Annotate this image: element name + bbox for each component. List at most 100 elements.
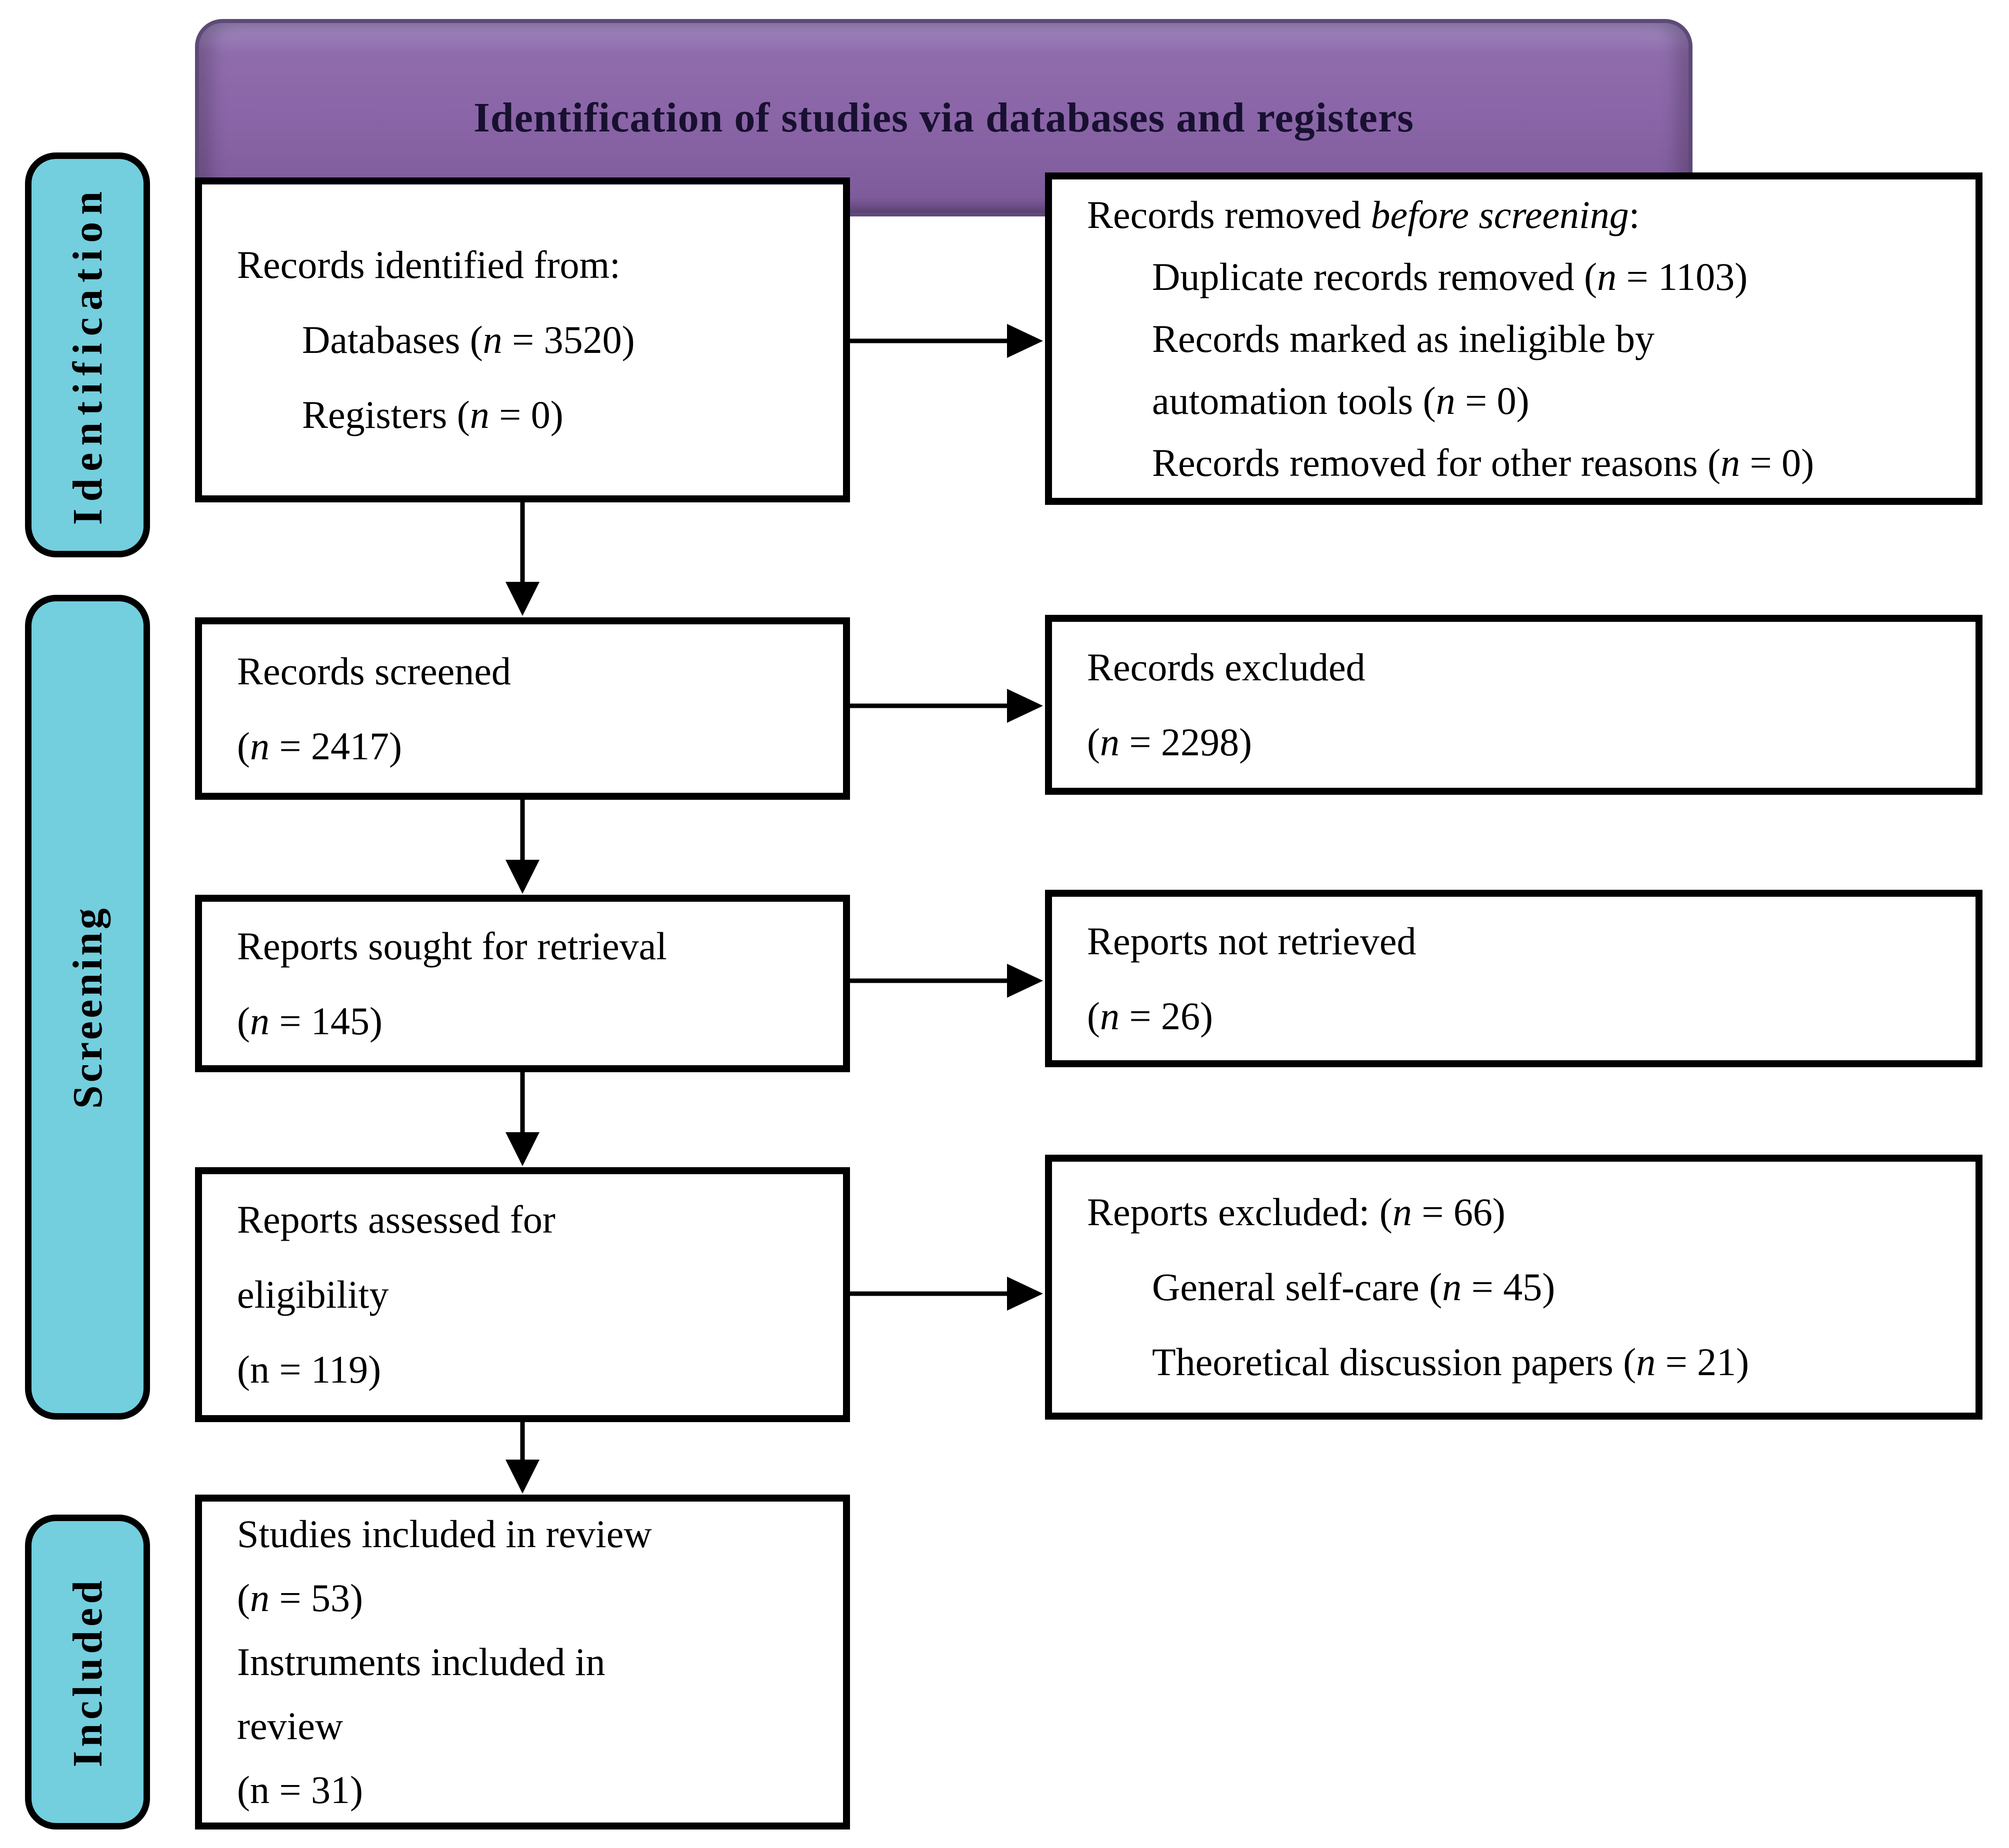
box-line: Instruments included in xyxy=(237,1630,823,1694)
box-line: Records removed before screening: xyxy=(1087,184,1956,246)
italic-text: n xyxy=(250,724,270,768)
italic-text: n xyxy=(250,1576,270,1620)
text: Theoretical discussion papers ( xyxy=(1152,1340,1636,1384)
box-line: Records screened xyxy=(237,634,823,709)
box-line: Reports not retrieved xyxy=(1087,904,1956,979)
box-records-identified: Records identified from: Databases (n = 3… xyxy=(195,177,850,502)
text: = 0) xyxy=(1740,440,1814,484)
sidebar-identification-label: Identification xyxy=(64,184,111,525)
text: = 1103) xyxy=(1616,254,1748,298)
box-line: Databases (n = 3520) xyxy=(237,302,823,377)
box-line: (n = 26) xyxy=(1087,979,1956,1054)
arrow-identified-to-removed xyxy=(850,324,1043,358)
box-records-removed-before-screening: Records removed before screening:Duplica… xyxy=(1045,172,1982,505)
box-line: Records marked as ineligible by xyxy=(1087,308,1956,370)
arrow-assessed-to-included xyxy=(506,1422,540,1494)
box-line: (n = 31) xyxy=(237,1758,823,1822)
italic-text: n xyxy=(1597,254,1617,298)
header-title: Identification of studies via databases … xyxy=(474,94,1414,141)
arrow-screened-to-excluded xyxy=(850,689,1043,723)
box-line: (n = 53) xyxy=(237,1566,823,1630)
box-line: review xyxy=(237,1694,823,1758)
text: Records removed for other reasons ( xyxy=(1152,440,1721,484)
text: ( xyxy=(237,724,250,768)
arrow-sought-to-not-retrieved xyxy=(850,964,1043,998)
text: Reports not retrieved xyxy=(1087,919,1416,963)
italic-text: n xyxy=(1720,440,1740,484)
text: review xyxy=(237,1704,344,1748)
box-line: automation tools (n = 0) xyxy=(1087,370,1956,432)
text: Databases ( xyxy=(302,318,483,361)
box-records-excluded: Records excluded (n = 2298) xyxy=(1045,615,1982,795)
box-line: eligibility xyxy=(237,1257,823,1332)
box-reports-not-retrieved: Reports not retrieved (n = 26) xyxy=(1045,890,1982,1067)
arrow-sought-to-assessed xyxy=(506,1072,540,1166)
text: ( xyxy=(237,999,250,1043)
box-line: Duplicate records removed (n = 1103) xyxy=(1087,246,1956,308)
box-line: Reports assessed for xyxy=(237,1182,823,1257)
arrow-identified-to-screened xyxy=(506,502,540,616)
sidebar-included: Included xyxy=(25,1515,150,1830)
box-line: (n = 145) xyxy=(237,984,823,1059)
text: Records removed xyxy=(1087,192,1371,236)
box-line: (n = 2417) xyxy=(237,709,823,784)
text: = 145) xyxy=(269,999,382,1043)
italic-text: n xyxy=(1636,1340,1656,1384)
text: Instruments included in xyxy=(237,1640,606,1684)
italic-text: n xyxy=(1100,994,1120,1038)
italic-text: n xyxy=(1392,1190,1412,1234)
text: ( xyxy=(1087,720,1100,764)
text: = 26) xyxy=(1119,994,1213,1038)
box-line: Registers (n = 0) xyxy=(237,377,823,452)
text: Reports excluded: ( xyxy=(1087,1190,1392,1234)
box-reports-assessed-for-eligibility: Reports assessed for eligibility (n = 119) xyxy=(195,1167,850,1422)
italic-text: before screening xyxy=(1370,192,1629,236)
text: (n = 119) xyxy=(237,1348,382,1391)
box-studies-included-in-review: Studies included in review (n = 53) Instru… xyxy=(195,1495,850,1830)
text: = 2417) xyxy=(269,724,402,768)
text: Records excluded xyxy=(1087,645,1366,689)
arrow-assessed-to-reports-excluded xyxy=(850,1277,1043,1311)
text: Records identified from: xyxy=(237,243,620,286)
italic-text: n xyxy=(482,318,502,361)
text: (n = 31) xyxy=(237,1768,363,1812)
box-line: Theoretical discussion papers (n = 21) xyxy=(1087,1325,1956,1400)
text: ( xyxy=(1087,994,1100,1038)
box-reports-sought-for-retrieval: Reports sought for retrieval (n = 145) xyxy=(195,895,850,1072)
text: ( xyxy=(237,1576,250,1620)
text: = 66) xyxy=(1412,1190,1506,1234)
box-line: (n = 2298) xyxy=(1087,705,1956,780)
text: = 0) xyxy=(1455,378,1530,422)
text: = 0) xyxy=(489,393,564,436)
text: General self-care ( xyxy=(1152,1265,1442,1309)
text: Studies included in review xyxy=(237,1512,652,1556)
sidebar-identification: Identification xyxy=(25,152,150,557)
text: Reports sought for retrieval xyxy=(237,924,667,968)
text: Duplicate records removed ( xyxy=(1152,254,1598,298)
text: = 21) xyxy=(1656,1340,1750,1384)
sidebar-included-label: Included xyxy=(64,1577,111,1768)
sidebar-screening-label: Screening xyxy=(64,905,111,1109)
italic-text: n xyxy=(1436,378,1456,422)
box-line: (n = 119) xyxy=(237,1332,823,1407)
text: Records marked as ineligible by xyxy=(1152,316,1655,360)
box-line: Records identified from: xyxy=(237,227,823,302)
text: automation tools ( xyxy=(1152,378,1436,422)
box-records-screened: Records screened (n = 2417) xyxy=(195,617,850,800)
box-line: Reports sought for retrieval xyxy=(237,909,823,984)
text: Records screened xyxy=(237,649,511,693)
box-line: Records excluded xyxy=(1087,630,1956,705)
text: = 53) xyxy=(269,1576,363,1620)
italic-text: n xyxy=(1442,1265,1462,1309)
sidebar-screening: Screening xyxy=(25,595,150,1420)
text: Reports assessed for xyxy=(237,1198,556,1241)
text: = 45) xyxy=(1462,1265,1556,1309)
box-line: Records removed for other reasons (n = 0… xyxy=(1087,432,1956,494)
box-line: Studies included in review xyxy=(237,1502,823,1566)
italic-text: n xyxy=(250,999,270,1043)
box-reports-excluded: Reports excluded: (n = 66)General self-c… xyxy=(1045,1155,1982,1420)
italic-text: n xyxy=(1100,720,1120,764)
text: = 3520) xyxy=(502,318,635,361)
text: eligibility xyxy=(237,1273,389,1316)
